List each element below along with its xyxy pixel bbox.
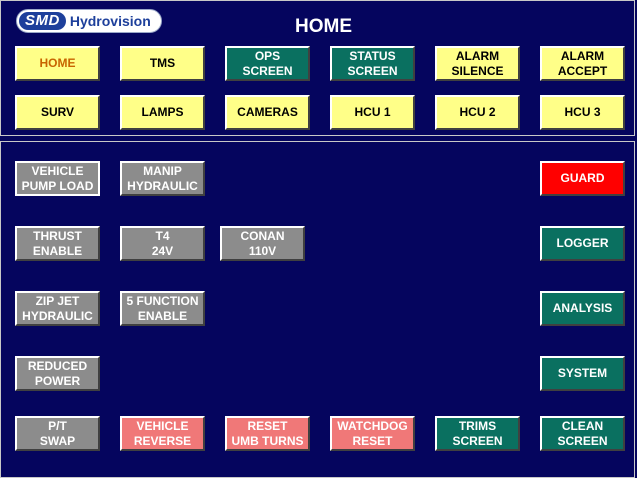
five-function-enable-button[interactable]: 5 FUNCTION ENABLE [120,291,205,326]
status-screen-button[interactable]: STATUS SCREEN [330,46,415,81]
system-button[interactable]: SYSTEM [540,356,625,391]
trims-screen-button[interactable]: TRIMS SCREEN [435,416,520,451]
manip-hydraulic-button[interactable]: MANIP HYDRAULIC [120,161,205,196]
pt-swap-button[interactable]: P/T SWAP [15,416,100,451]
watchdog-reset-button[interactable]: WATCHDOG RESET [330,416,415,451]
logger-button[interactable]: LOGGER [540,226,625,261]
smd-hydrovision-logo: SMD Hydrovision [16,9,162,33]
home-button[interactable]: HOME [15,46,100,81]
page-title: HOME [295,16,352,37]
vehicle-reverse-button[interactable]: VEHICLE REVERSE [120,416,205,451]
reset-umb-turns-button[interactable]: RESET UMB TURNS [225,416,310,451]
hcu1-button[interactable]: HCU 1 [330,95,415,130]
top-panel-frame [0,0,635,136]
guard-button[interactable]: GUARD [540,161,625,196]
vehicle-pump-load-button[interactable]: VEHICLE PUMP LOAD [15,161,100,196]
alarm-silence-button[interactable]: ALARM SILENCE [435,46,520,81]
tms-button[interactable]: TMS [120,46,205,81]
lamps-button[interactable]: LAMPS [120,95,205,130]
zip-jet-hydraulic-button[interactable]: ZIP JET HYDRAULIC [15,291,100,326]
thrust-enable-button[interactable]: THRUST ENABLE [15,226,100,261]
conan-110v-button[interactable]: CONAN 110V [220,226,305,261]
reduced-power-button[interactable]: REDUCED POWER [15,356,100,391]
surv-button[interactable]: SURV [15,95,100,130]
clean-screen-button[interactable]: CLEAN SCREEN [540,416,625,451]
t4-24v-button[interactable]: T4 24V [120,226,205,261]
alarm-accept-button[interactable]: ALARM ACCEPT [540,46,625,81]
hcu2-button[interactable]: HCU 2 [435,95,520,130]
cameras-button[interactable]: CAMERAS [225,95,310,130]
ops-screen-button[interactable]: OPS SCREEN [225,46,310,81]
logo-text: Hydrovision [69,13,151,29]
hcu3-button[interactable]: HCU 3 [540,95,625,130]
logo-badge: SMD [19,12,66,30]
analysis-button[interactable]: ANALYSIS [540,291,625,326]
